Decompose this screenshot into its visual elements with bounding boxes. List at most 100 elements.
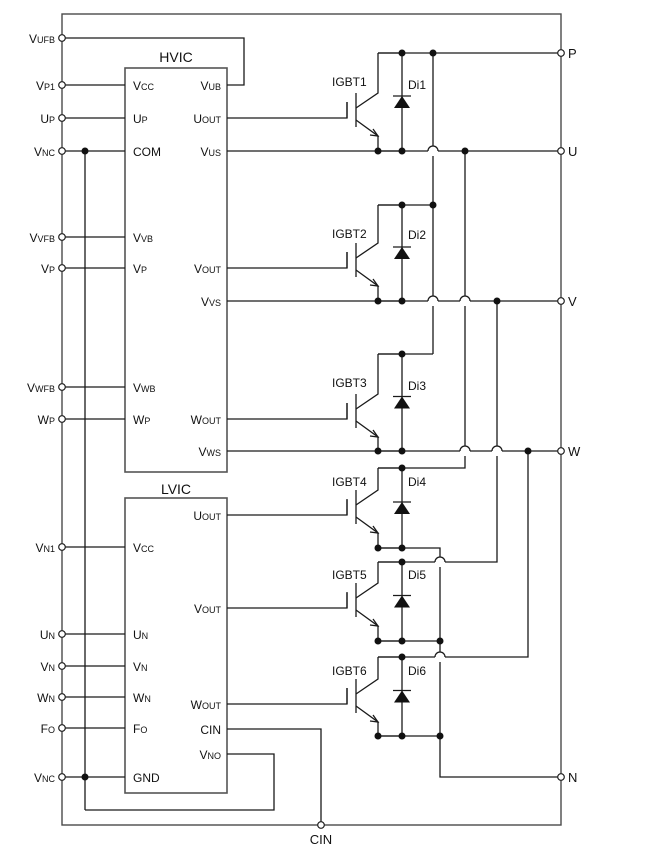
terminal-up[interactable]: [58, 114, 66, 122]
igbt-emitter-arrow: [369, 128, 380, 137]
terminal-wn[interactable]: [58, 693, 66, 701]
wire-v-crossover-1: [427, 295, 439, 302]
igbt-emitter-arrow: [369, 429, 380, 438]
junction-dot: [429, 201, 437, 209]
junction-dot: [398, 147, 406, 155]
terminal-label-p: P: [568, 46, 577, 61]
wire-gate-4: [227, 500, 348, 516]
terminal-label-u: U: [568, 144, 577, 159]
diode-icon: [394, 502, 410, 514]
terminal-u[interactable]: [557, 147, 565, 155]
igbt-collector: [355, 354, 379, 410]
terminal-un[interactable]: [58, 630, 66, 638]
diode-icon: [394, 690, 410, 703]
junction-dot: [398, 544, 406, 552]
terminal-v[interactable]: [557, 297, 565, 305]
junction-dot: [398, 49, 406, 57]
terminal-vnc[interactable]: [58, 773, 66, 781]
lvic-pin-vout: VOUT: [194, 602, 222, 616]
terminal-n[interactable]: [557, 773, 565, 781]
diode-icon: [394, 247, 410, 259]
lvic-pin-gnd: GND: [133, 771, 160, 785]
lvic-pin-cin: CIN: [200, 723, 221, 737]
hvic-pin-vp: VP: [133, 262, 147, 276]
terminal-cin[interactable]: [317, 821, 325, 829]
wire-vufb: [62, 37, 245, 86]
terminal-label-vwfb: VWFB: [27, 381, 55, 395]
terminal-vn[interactable]: [58, 662, 66, 670]
igbt-collector: [355, 205, 379, 259]
igbt-collector: [355, 53, 379, 109]
terminal-w[interactable]: [557, 447, 565, 455]
junction-dot: [493, 297, 501, 305]
terminal-label-up: UP: [40, 112, 55, 126]
hvic-pin-vcc: VCC: [133, 79, 155, 93]
terminal-label-fo: FO: [41, 722, 55, 736]
junction-dot: [398, 732, 406, 740]
wire-w-crossover-1: [459, 445, 471, 452]
terminal-label-n: N: [568, 770, 577, 785]
terminal-label-un: UN: [40, 628, 55, 642]
lvic-pin-wn: WN: [133, 691, 151, 705]
terminal-fo[interactable]: [58, 724, 66, 732]
diode-label: Di6: [408, 664, 426, 678]
wire-cin: [227, 728, 322, 825]
junction-dot: [398, 653, 406, 661]
wire-u-crossover: [427, 145, 439, 152]
terminal-label-vvfb: VVFB: [29, 231, 55, 245]
hvic-pin-wp: WP: [133, 413, 150, 427]
lvic-pin-un: UN: [133, 628, 148, 642]
diode-label: Di2: [408, 228, 426, 242]
junction-dot: [429, 49, 437, 57]
terminal-label-vn: VN: [40, 660, 55, 674]
junction-dot: [374, 447, 382, 455]
hvic-pin-up: UP: [133, 112, 148, 126]
hvic-pin-vus: VUS: [200, 145, 221, 159]
terminal-label-w: W: [568, 444, 581, 459]
switch-cell-6: IGBT6 Di6: [332, 653, 426, 740]
junction-dot: [374, 297, 382, 305]
hvic-pin-vws: VWS: [198, 445, 221, 459]
terminal-vufb[interactable]: [58, 34, 66, 42]
terminal-label-vp1: VP1: [36, 79, 55, 93]
terminal-vvfb[interactable]: [58, 233, 66, 241]
lvic-pin-vcc: VCC: [133, 541, 155, 555]
igbt-emitter-arrow: [369, 714, 380, 723]
wire-n-emitter-4: [378, 547, 441, 557]
terminal-label-vn1: VN1: [35, 541, 55, 555]
terminal-vp[interactable]: [58, 264, 66, 272]
igbt-collector: [355, 468, 379, 506]
igbt-label: IGBT6: [332, 664, 367, 678]
terminal-vwfb[interactable]: [58, 383, 66, 391]
wire-gate-3: [227, 403, 348, 420]
lvic-pin-uout: UOUT: [193, 509, 221, 523]
terminal-vnc[interactable]: [58, 147, 66, 155]
lvic-box: [124, 497, 228, 794]
junction-dot: [398, 350, 406, 358]
hvic-pin-wout: WOUT: [191, 413, 222, 427]
junction-dot: [398, 464, 406, 472]
terminal-label-vp: VP: [41, 262, 55, 276]
diode-label: Di5: [408, 568, 426, 582]
wire-u-bus-3: [378, 456, 466, 469]
terminal-label-wp: WP: [38, 413, 55, 427]
junction-dot: [436, 732, 444, 740]
terminal-vp1[interactable]: [58, 81, 66, 89]
terminal-vn1[interactable]: [58, 543, 66, 551]
wire-n-vertical-2: [439, 662, 559, 778]
lvic-pin-wout: WOUT: [191, 698, 222, 712]
junction-dot: [374, 147, 382, 155]
junction-dot: [374, 732, 382, 740]
terminal-wp[interactable]: [58, 415, 66, 423]
terminal-p[interactable]: [557, 49, 565, 57]
junction-dot: [398, 447, 406, 455]
igbt-collector: [355, 657, 379, 695]
wire-gate-1: [227, 102, 348, 119]
junction-dot: [81, 773, 89, 781]
junction-dot: [524, 447, 532, 455]
